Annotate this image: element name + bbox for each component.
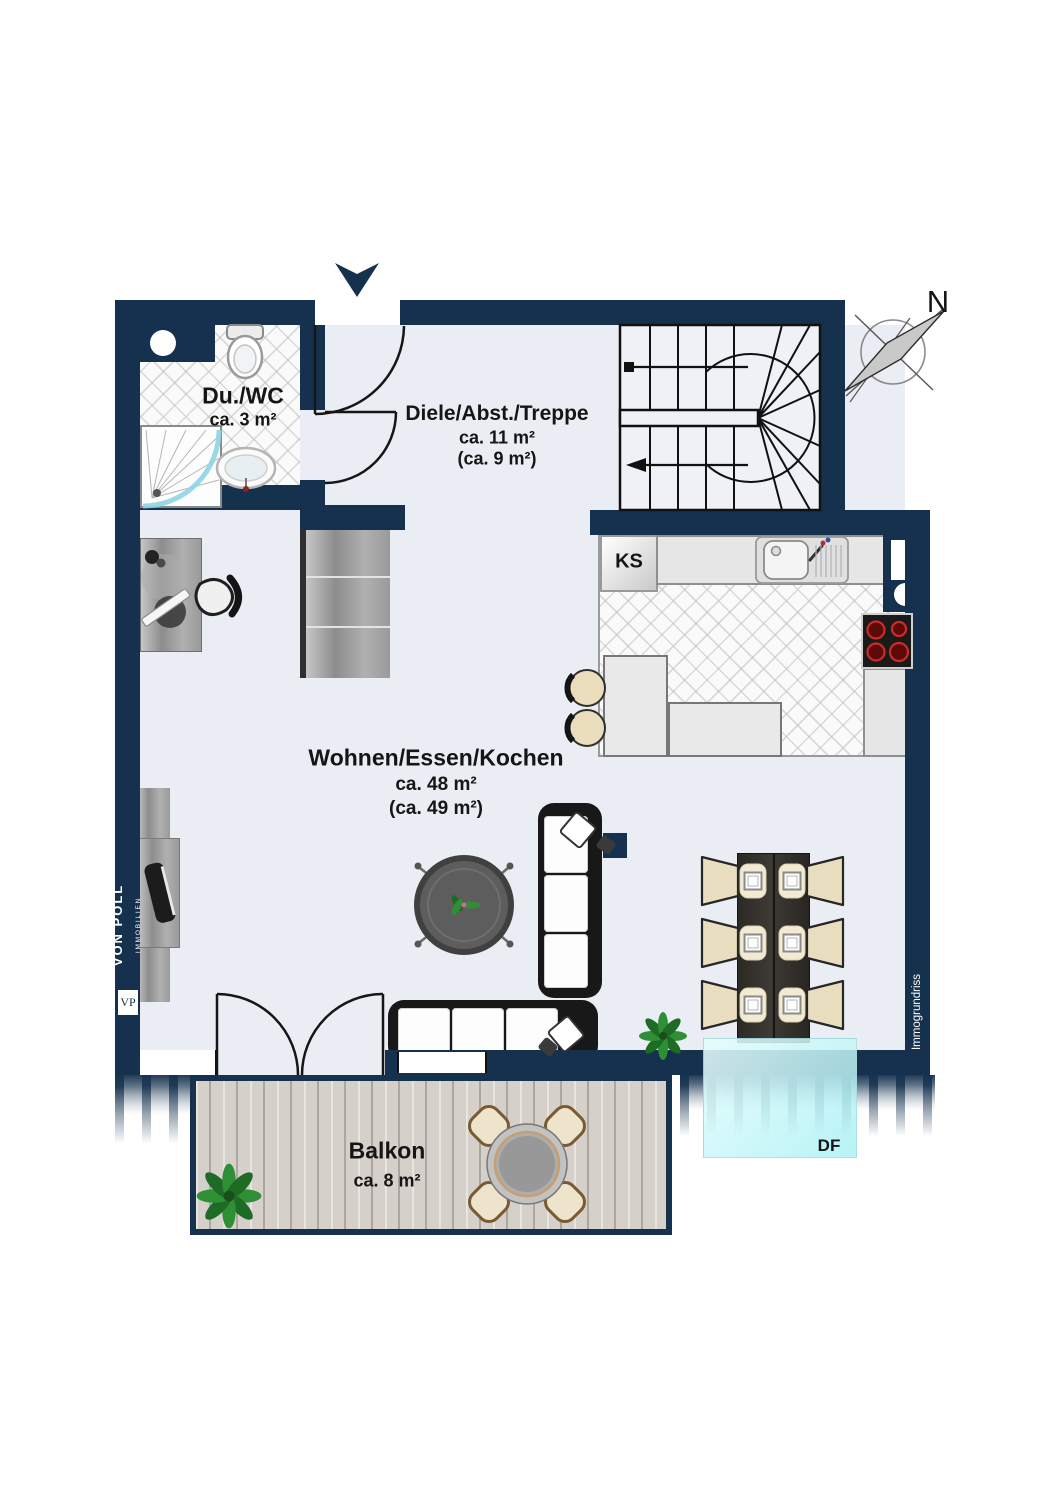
fridge-label: KS (615, 550, 643, 573)
kitchen-counter-top (656, 535, 885, 585)
dining-table (737, 853, 810, 1043)
bathroom-label: Du./WC (202, 382, 284, 409)
wardrobe-divider (306, 626, 390, 628)
wall-left (115, 300, 140, 1075)
roof-slope-left (115, 1075, 192, 1151)
hallway-label: Diele/Abst./Treppe (405, 402, 589, 425)
wall-hall-divider (300, 505, 405, 530)
balcony-window (397, 1052, 487, 1073)
balcony-deck (190, 1075, 672, 1235)
wall-stairs-right (820, 300, 845, 510)
wardrobe-divider (306, 576, 390, 578)
brand-block: VON POLL IMMOBILIEN (109, 884, 145, 966)
kitchen-counter-right (863, 668, 913, 757)
compass-north-label: N (926, 284, 950, 319)
brand-subtitle: IMMOBILIEN (135, 896, 142, 954)
roof-window-label: DF (817, 1136, 841, 1155)
living-label: Wohnen/Essen/Kochen (308, 744, 564, 771)
wall-bathroom-south (115, 485, 325, 510)
hallway-area: ca. 11 m² (458, 427, 536, 448)
balcony-area: ca. 8 m² (353, 1170, 421, 1191)
wall-top-left (115, 300, 315, 325)
wardrobe (300, 528, 390, 678)
sofa-cushion (544, 816, 588, 873)
brand-name: VON POLL (110, 883, 125, 967)
desk (140, 538, 202, 652)
kitchen-peninsula-ext (668, 702, 782, 757)
wall-kitchen-top (590, 510, 930, 535)
sofa-cushion (506, 1008, 558, 1054)
corner-window (140, 1050, 217, 1075)
fridge (600, 535, 658, 592)
watermark: Immogrundriss (911, 973, 923, 1051)
sofa-cushion (452, 1008, 504, 1054)
kitchen-peninsula (603, 655, 668, 757)
hallway-area-alt: (ca. 9 m²) (457, 448, 537, 469)
sofa-cushion (544, 934, 588, 988)
bathroom-shaft-block (140, 325, 215, 362)
wall-bathroom-right-upper (300, 325, 325, 410)
sofa-vertical (538, 803, 602, 998)
sofa-cushion (398, 1008, 450, 1054)
roof-window (703, 1038, 857, 1158)
brand-logo: VP (118, 990, 138, 1015)
living-area: ca. 48 m² (395, 774, 477, 795)
sofa-cushion (544, 875, 588, 932)
bathroom-vent (150, 330, 176, 356)
living-pillar (603, 833, 627, 858)
bathroom-area: ca. 3 m² (209, 409, 277, 430)
entrance-arrow-icon (335, 263, 379, 297)
dining-table-seam (773, 854, 775, 1042)
living-area-alt: (ca. 49 m²) (389, 798, 483, 819)
wall-top-right (400, 300, 845, 325)
balcony-label: Balkon (348, 1137, 426, 1164)
